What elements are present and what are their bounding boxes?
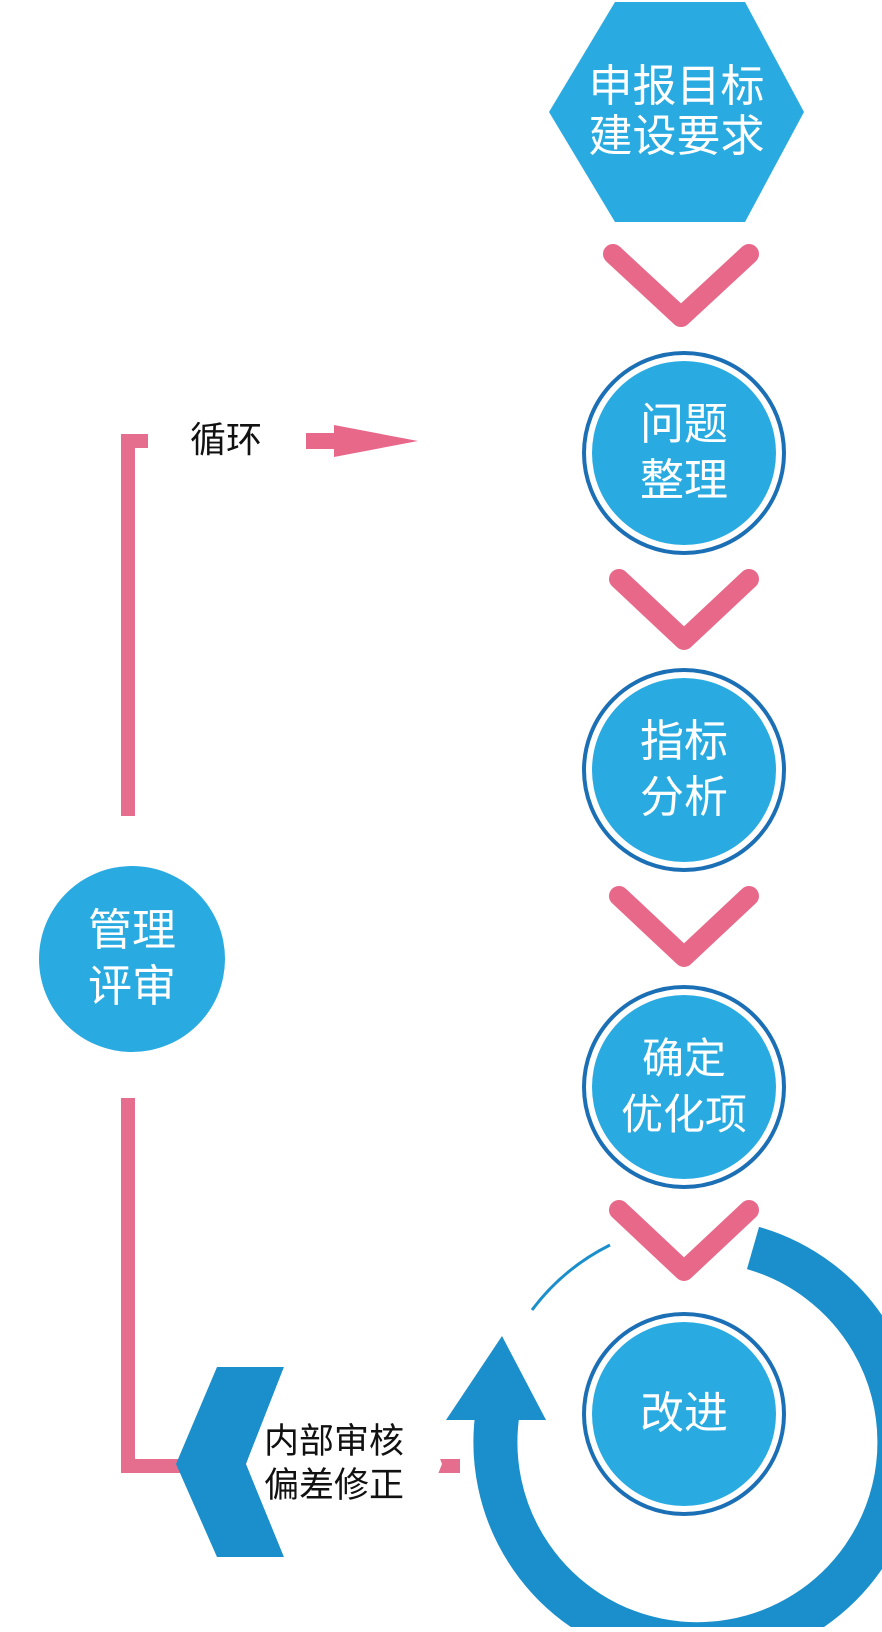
target-label-line2: 建设要求: [588, 111, 765, 162]
target-hexagon: [549, 2, 804, 222]
review-label-line1: 管理: [88, 905, 176, 956]
audit-label-line2: 偏差修正: [263, 1466, 404, 1506]
audit-label: 内部审核 偏差修正: [236, 1420, 432, 1508]
analysis-label-line1: 指标: [640, 716, 728, 767]
improve-label-line1: 改进: [640, 1388, 728, 1439]
improve-label: 改进: [592, 1384, 776, 1444]
optimize-label-line2: 优化项: [620, 1090, 747, 1139]
audit-label-line1: 内部审核: [263, 1422, 404, 1462]
analysis-label: 指标 分析: [592, 712, 776, 828]
chevron-down-icon: [609, 886, 759, 967]
loop-label: 循环: [178, 418, 274, 464]
chevrons: [603, 244, 759, 1281]
chevron-down-icon: [603, 244, 759, 327]
issues-label-line2: 整理: [640, 455, 728, 506]
issues-label-line1: 问题: [640, 399, 728, 450]
issues-node: [582, 351, 786, 555]
target-label: 申报目标 建设要求: [549, 52, 804, 172]
issues-label: 问题 整理: [592, 395, 776, 511]
audit-chevron: [176, 1367, 284, 1557]
improve-cycle-arc: [446, 1226, 882, 1632]
improve-node: [582, 1312, 786, 1516]
loop-arrow: [306, 425, 418, 457]
review-label-line2: 评审: [88, 961, 176, 1012]
review-node: [39, 866, 225, 1052]
analysis-label-line2: 分析: [640, 772, 728, 823]
optimize-label-line1: 确定: [641, 1034, 726, 1083]
loop-label-text: 循环: [189, 420, 262, 461]
loop-line-upper: [121, 434, 148, 816]
arc-thick: [473, 1226, 882, 1632]
arc-thin: [530, 1243, 611, 1311]
optimize-node: [582, 985, 786, 1189]
target-label-line1: 申报目标: [588, 61, 765, 112]
chevron-down-icon: [609, 569, 759, 650]
optimize-label: 确定 优化项: [592, 1029, 776, 1145]
chevron-down-icon: [609, 1200, 759, 1281]
audit-hexagon: [246, 1367, 442, 1557]
analysis-node: [582, 668, 786, 872]
review-label: 管理 评审: [50, 901, 214, 1017]
audit-node: [176, 1367, 442, 1557]
arc-arrowhead: [446, 1336, 546, 1420]
